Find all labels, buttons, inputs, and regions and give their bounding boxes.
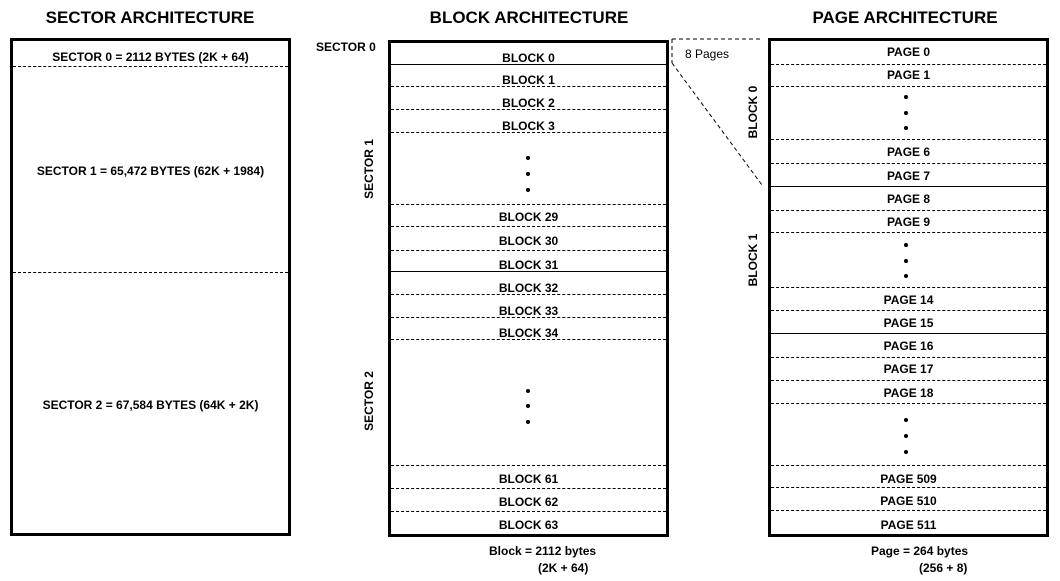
ellipsis-dot xyxy=(904,434,908,438)
block-row: BLOCK 0 xyxy=(502,51,555,65)
divider xyxy=(391,64,666,65)
ellipsis-dot xyxy=(904,126,908,130)
block-row: BLOCK 29 xyxy=(498,210,559,224)
block-architecture-box: BLOCK 0 BLOCK 1 BLOCK 2 BLOCK 3 BLOCK 29… xyxy=(388,40,669,537)
block-row: BLOCK 33 xyxy=(498,304,559,318)
divider xyxy=(391,511,666,512)
divider xyxy=(391,250,666,251)
ellipsis-dot xyxy=(526,404,530,408)
divider xyxy=(771,186,1046,187)
page-row: PAGE 9 xyxy=(886,215,931,229)
block-row: BLOCK 3 xyxy=(502,119,555,133)
block-row: BLOCK 2 xyxy=(502,96,555,110)
sector-0-label: SECTOR 0 = 2112 BYTES (2K + 64) xyxy=(52,50,249,64)
block-sector-0-label: SECTOR 0 xyxy=(316,40,376,54)
ellipsis-dot xyxy=(904,418,908,422)
page-architecture-box: PAGE 0 PAGE 1 PAGE 6 PAGE 7 PAGE 8 PAGE … xyxy=(768,38,1049,537)
divider xyxy=(771,510,1046,511)
divider xyxy=(771,310,1046,311)
ellipsis-dot xyxy=(526,188,530,192)
block-row: BLOCK 1 xyxy=(502,73,555,87)
page-row: PAGE 1 xyxy=(886,68,931,82)
page-row: PAGE 0 xyxy=(886,45,931,59)
ellipsis-dot xyxy=(526,420,530,424)
divider xyxy=(771,210,1046,211)
block-row: BLOCK 34 xyxy=(498,326,559,340)
divider xyxy=(771,333,1046,334)
ellipsis-dot xyxy=(904,259,908,263)
ellipsis-dot xyxy=(904,274,908,278)
sector-2-label: SECTOR 2 = 67,584 BYTES (64K + 2K) xyxy=(42,398,259,412)
divider xyxy=(13,66,288,67)
page-block-1-label: BLOCK 1 xyxy=(746,233,760,287)
block-row: BLOCK 61 xyxy=(498,472,559,486)
page-architecture-title: PAGE ARCHITECTURE xyxy=(812,8,998,27)
divider xyxy=(391,204,666,205)
divider xyxy=(391,132,666,133)
page-row: PAGE 15 xyxy=(883,316,934,330)
divider xyxy=(391,317,666,318)
page-size-caption: Page = 264 bytes xyxy=(871,544,969,558)
block-row: BLOCK 62 xyxy=(498,495,559,509)
divider xyxy=(391,271,666,272)
page-row: PAGE 17 xyxy=(883,362,934,376)
divider xyxy=(771,487,1046,488)
divider xyxy=(771,232,1046,233)
divider xyxy=(771,465,1046,466)
block-size-caption-detail: (2K + 64) xyxy=(538,561,589,575)
divider xyxy=(771,163,1046,164)
divider xyxy=(391,226,666,227)
block-architecture-title: BLOCK ARCHITECTURE xyxy=(429,8,629,27)
page-row: PAGE 510 xyxy=(880,494,937,508)
ellipsis-dot xyxy=(904,111,908,115)
block-row: BLOCK 32 xyxy=(498,281,559,295)
divider xyxy=(391,86,666,87)
divider xyxy=(13,272,288,273)
page-row: PAGE 509 xyxy=(880,472,937,486)
page-size-caption-detail: (256 + 8) xyxy=(919,561,968,575)
block-row: BLOCK 30 xyxy=(498,234,559,248)
divider xyxy=(771,287,1046,288)
page-row: PAGE 14 xyxy=(883,293,934,307)
ellipsis-dot xyxy=(904,95,908,99)
divider xyxy=(771,380,1046,381)
ellipsis-dot xyxy=(526,389,530,393)
divider xyxy=(771,86,1046,87)
divider xyxy=(391,294,666,295)
ellipsis-dot xyxy=(526,172,530,176)
divider xyxy=(771,357,1046,358)
ellipsis-dot xyxy=(526,156,530,160)
divider xyxy=(771,64,1046,65)
divider xyxy=(771,139,1046,140)
page-row: PAGE 6 xyxy=(886,145,931,159)
sector-1-label: SECTOR 1 = 65,472 BYTES (62K + 1984) xyxy=(36,164,265,178)
page-row: PAGE 511 xyxy=(880,518,937,532)
page-row: PAGE 16 xyxy=(883,339,934,353)
block-size-caption: Block = 2112 bytes xyxy=(489,544,597,558)
page-row: PAGE 7 xyxy=(886,169,931,183)
expansion-label: 8 Pages xyxy=(685,47,730,61)
sector-architecture-box: SECTOR 0 = 2112 BYTES (2K + 64) SECTOR 1… xyxy=(10,38,291,536)
divider xyxy=(391,109,666,110)
divider xyxy=(391,465,666,466)
ellipsis-dot xyxy=(904,450,908,454)
sector-architecture-title: SECTOR ARCHITECTURE xyxy=(45,8,255,27)
page-row: PAGE 8 xyxy=(886,192,931,206)
block-row: BLOCK 63 xyxy=(498,518,559,532)
divider xyxy=(391,488,666,489)
divider xyxy=(771,403,1046,404)
page-row: PAGE 18 xyxy=(883,386,934,400)
ellipsis-dot xyxy=(904,243,908,247)
page-block-0-label: BLOCK 0 xyxy=(746,85,760,139)
divider xyxy=(391,339,666,340)
block-row: BLOCK 31 xyxy=(498,258,559,272)
